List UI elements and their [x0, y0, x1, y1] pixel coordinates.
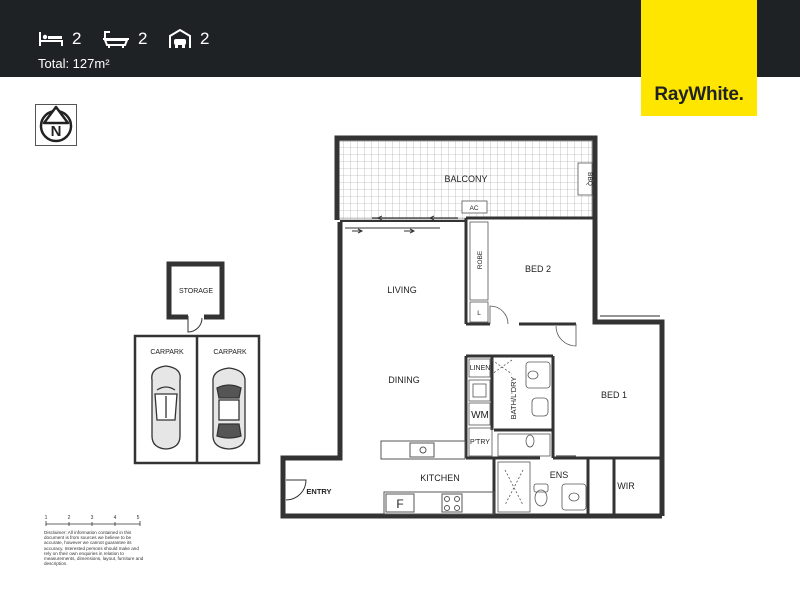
disclaimer-text: Disclaimer: All information contained in…: [44, 530, 144, 567]
bath-laundry-label: BATH/L'DRY: [509, 377, 518, 420]
bathroom-count: 2: [138, 29, 148, 48]
carpark-2-label: CARPARK: [213, 349, 247, 356]
wir-label: WIR: [617, 481, 635, 491]
bedroom-count: 2: [72, 29, 82, 48]
laundry-fixtures: [468, 358, 551, 457]
compass-icon: N: [39, 105, 73, 143]
car-icon: [212, 367, 246, 450]
scale-tick-label: 4: [114, 515, 117, 521]
bed2-walls: [464, 216, 595, 326]
living-label: LIVING: [387, 285, 417, 295]
linen-closet-label: L: [477, 310, 481, 317]
bbq-label: BBQ: [586, 172, 593, 186]
bed1-label: BED 1: [601, 390, 627, 400]
dining-label: DINING: [388, 375, 420, 385]
garage-count: 2: [200, 29, 210, 48]
scale-tick-label: 2: [68, 515, 71, 521]
entry-door: [285, 479, 307, 501]
brand-name: RayWhite.: [641, 84, 757, 106]
north-compass: N: [35, 104, 77, 146]
scale-bar: 1 2 3 4 5: [45, 515, 141, 526]
compass-letter: N: [51, 123, 62, 140]
ensuite-fixtures: [497, 315, 660, 513]
bed2-robe: [469, 221, 577, 347]
garage-stat: 2: [168, 28, 209, 50]
brand-wordmark: RayWhite: [654, 84, 739, 105]
carpark-area: [133, 334, 261, 465]
bbq-unit: [577, 162, 593, 196]
raywhite-logo: RayWhite.: [641, 0, 757, 116]
bed-icon: [39, 32, 63, 46]
outer-walls: [280, 135, 665, 519]
storage-label: STORAGE: [179, 288, 213, 295]
carpark-1-label: CARPARK: [150, 349, 184, 356]
bathroom-stat: 2: [102, 28, 147, 50]
room-labels: BALCONY BBQ AC ROBE BED 2 L LIVING DININ…: [150, 172, 635, 511]
scale-tick-label: 1: [45, 515, 48, 521]
total-area: Total: 127m²: [38, 56, 110, 71]
entry-label: ENTRY: [306, 487, 331, 496]
ensuite-label: ENS: [550, 470, 569, 480]
storage-room: [166, 261, 225, 333]
linen-label: LINEN: [470, 365, 491, 372]
bath-icon: [103, 31, 129, 48]
brand-dot: .: [738, 84, 744, 105]
kitchen-label: KITCHEN: [420, 473, 460, 483]
wm-label: WM: [471, 410, 489, 421]
bed2-label: BED 2: [525, 264, 551, 274]
robe-label: ROBE: [477, 250, 484, 269]
scale-tick-label: 3: [91, 515, 94, 521]
bedroom-stat: 2: [38, 28, 81, 50]
bathroom-walls: [464, 354, 555, 460]
ac-unit: [461, 200, 488, 214]
garage-icon: [169, 29, 191, 48]
scale-tick-label: 5: [137, 515, 140, 521]
pantry-label: P'TRY: [470, 439, 490, 446]
bed1-walls: [492, 456, 662, 516]
ac-label: AC: [469, 205, 478, 212]
car-icon: [151, 365, 181, 450]
balcony-label: BALCONY: [444, 174, 487, 184]
fridge-label: F: [396, 497, 403, 511]
balcony-doors: [340, 215, 465, 234]
kitchen-fixtures: [380, 440, 495, 515]
